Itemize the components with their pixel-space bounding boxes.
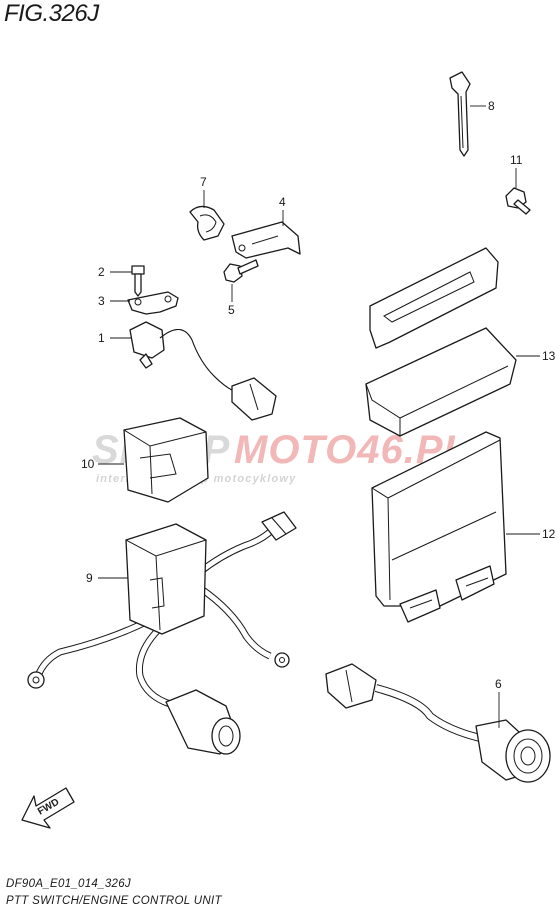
part-3-plate[interactable] [127, 291, 179, 315]
callout-label: 13 [542, 349, 556, 363]
part-7-clip[interactable] [189, 205, 225, 241]
part-6-harness[interactable] [325, 663, 551, 783]
callout-9: 9 [86, 571, 128, 585]
callout-13: 13 [516, 349, 556, 363]
fwd-arrow-icon: FWD [21, 787, 75, 829]
callout-10: 10 [81, 457, 124, 471]
callout-label: 10 [81, 457, 95, 471]
callout-11: 11 [510, 153, 523, 188]
callout-5: 5 [228, 284, 235, 317]
callout-label: 7 [200, 175, 207, 189]
callout-12: 12 [506, 527, 556, 541]
part-2-screw[interactable] [131, 265, 145, 297]
footer-code: DF90A_E01_014_326J [6, 878, 131, 890]
callout-label: 5 [228, 303, 235, 317]
callout-label: 8 [488, 99, 495, 113]
callout-2: 2 [98, 265, 132, 279]
callout-1: 1 [98, 331, 132, 345]
callout-label: 2 [98, 265, 105, 279]
callout-4: 4 [279, 195, 286, 226]
figure-title: FIG.326J [4, 0, 99, 27]
part-4-bracket[interactable] [231, 221, 301, 259]
callout-3: 3 [98, 294, 130, 308]
callout-label: 6 [495, 677, 502, 691]
part-12-ecu[interactable] [371, 431, 507, 623]
callout-6: 6 [495, 677, 502, 728]
part-13-cover[interactable] [365, 247, 517, 437]
callout-8: 8 [470, 99, 495, 113]
callout-label: 11 [510, 153, 523, 167]
part-5-bolt[interactable] [223, 259, 259, 283]
part-10-boot[interactable] [123, 417, 209, 503]
callout-label: 12 [542, 527, 556, 541]
part-8-cable-tie[interactable] [449, 71, 471, 157]
footer-caption: PTT SWITCH/ENGINE CONTROL UNIT [6, 895, 222, 907]
callout-label: 9 [86, 571, 93, 585]
callout-label: 3 [98, 294, 105, 308]
callout-label: 1 [98, 331, 105, 345]
part-11-bolt[interactable] [505, 187, 531, 215]
callout-7: 7 [200, 175, 207, 208]
part-9-harness[interactable] [27, 511, 297, 755]
part-1-ptt-switch[interactable] [129, 321, 277, 421]
callout-label: 4 [279, 195, 286, 209]
